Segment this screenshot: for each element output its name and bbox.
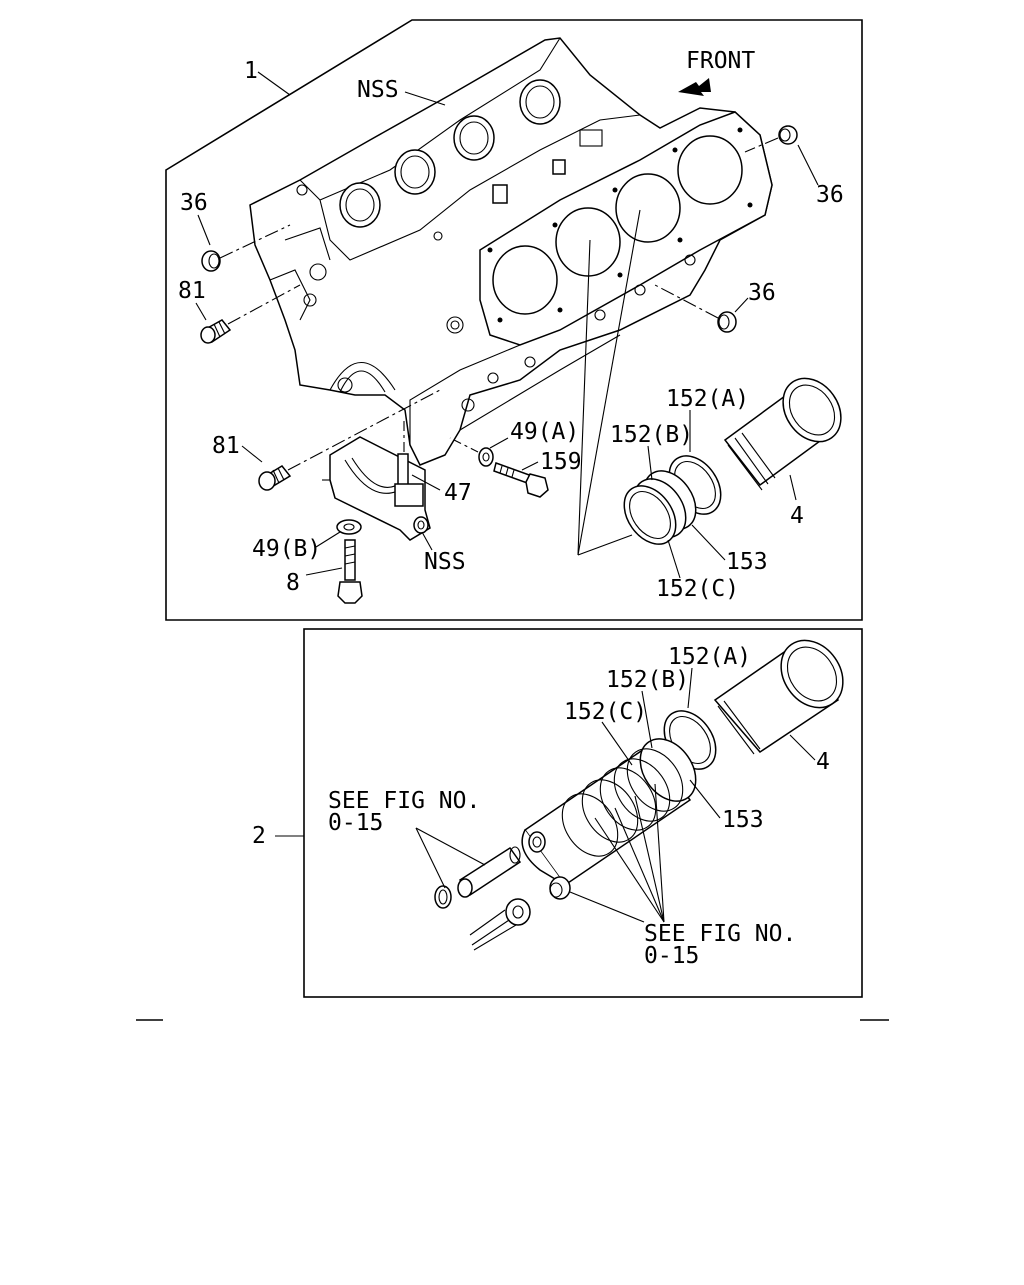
leader-152c-bot [601, 721, 633, 766]
piston [521, 738, 697, 887]
leader-81-lower [241, 445, 263, 463]
bolt-159 [493, 462, 549, 498]
pointer-bore-1 [577, 209, 641, 556]
expansion-plug-36-right-mid [717, 311, 737, 333]
leader-152a-bot [687, 667, 693, 709]
part-label-81-upper: 81 [178, 278, 206, 304]
leader-4-bot [789, 734, 816, 761]
ref-label-2: 2 [252, 823, 266, 849]
part-label-159: 159 [540, 449, 582, 475]
leader-36-right-top [797, 144, 819, 186]
axis-36-right-mid [654, 284, 719, 319]
axis-81-upper [227, 284, 301, 325]
see-fig-left-line1: SEE FIG NO. [328, 788, 480, 814]
part-label-152a-bot: 152(A) [668, 644, 751, 670]
part-label-153-top: 153 [726, 549, 768, 575]
nss-label-cap: NSS [424, 549, 466, 575]
leader-see-fig-left-b [415, 827, 486, 866]
piston-pin [457, 846, 522, 898]
threaded-plug-81-upper [200, 319, 232, 344]
leader-152b-top [647, 445, 653, 481]
part-label-153-bot: 153 [722, 807, 764, 833]
leader-152b-bot [641, 690, 653, 749]
cylinder-liner-4-lower [713, 639, 844, 755]
nss-label-top: NSS [357, 77, 399, 103]
part-label-49a: 49(A) [510, 419, 579, 445]
part-label-81-lower: 81 [212, 433, 240, 459]
leader-nss-cap [421, 531, 433, 551]
leader-see-fig-left-a [415, 827, 446, 889]
leader-81-upper [195, 302, 207, 321]
part-label-36-right-mid: 36 [748, 280, 776, 306]
bushing [549, 876, 571, 900]
pointer-bore-3 [577, 534, 633, 556]
washer-49a [478, 447, 494, 467]
leader-47 [411, 474, 441, 491]
washer-49b [336, 519, 362, 535]
connecting-rod-end [469, 898, 531, 951]
part-label-152b-bot: 152(B) [606, 667, 689, 693]
front-arrow-icon [678, 78, 711, 96]
threaded-plug-81-lower [258, 465, 292, 491]
axis-36-left [219, 224, 291, 259]
front-label: FRONT [686, 48, 755, 74]
part-label-8: 8 [286, 570, 300, 596]
leader-4-top [789, 474, 797, 501]
part-label-152b-top: 152(B) [610, 422, 693, 448]
piston-liner-set-upper [623, 377, 842, 545]
part-label-152c-top: 152(C) [656, 576, 739, 602]
see-fig-right-line1: SEE FIG NO. [644, 921, 796, 947]
expansion-plug-36-left [201, 250, 221, 272]
piston-assembly-panel [303, 628, 863, 998]
part-label-36-right-top: 36 [816, 182, 844, 208]
part-label-4-bot: 4 [816, 749, 830, 775]
leader-153-top [691, 524, 726, 561]
expansion-plug-36-right-top [778, 125, 798, 145]
cylinder-block [249, 37, 773, 466]
leaders-see-fig-right [569, 783, 665, 923]
axis-36-right-top [744, 137, 779, 153]
leader-153-bot [689, 779, 721, 819]
leader-49b [315, 531, 341, 548]
leader-8 [305, 567, 343, 576]
cylinder-block-assembly-panel [165, 19, 863, 621]
main-bearing-cap [322, 436, 431, 541]
snap-ring [434, 885, 452, 909]
see-fig-right-line2: 0-15 [644, 943, 699, 969]
leader-152c-top [667, 539, 681, 579]
part-label-152c-bot: 152(C) [564, 699, 647, 725]
leader-159 [521, 461, 539, 471]
part-label-36-left: 36 [180, 190, 208, 216]
part-label-47: 47 [444, 480, 472, 506]
bolt-8 [337, 539, 363, 604]
axis-81-lower [287, 389, 441, 471]
leader-49a [489, 437, 509, 449]
see-fig-left-line2: 0-15 [328, 810, 383, 836]
leader-36-left [197, 214, 211, 246]
part-label-4-top: 4 [790, 503, 804, 529]
leader-1 [257, 71, 291, 96]
axis-159 [449, 437, 479, 453]
ref-label-1: 1 [244, 58, 258, 84]
pointer-bore-2 [577, 239, 591, 556]
part-label-49b: 49(B) [252, 536, 321, 562]
leader-nss-top [404, 91, 446, 106]
leader-36-right-mid [734, 297, 749, 313]
part-label-152a-top: 152(A) [666, 386, 749, 412]
